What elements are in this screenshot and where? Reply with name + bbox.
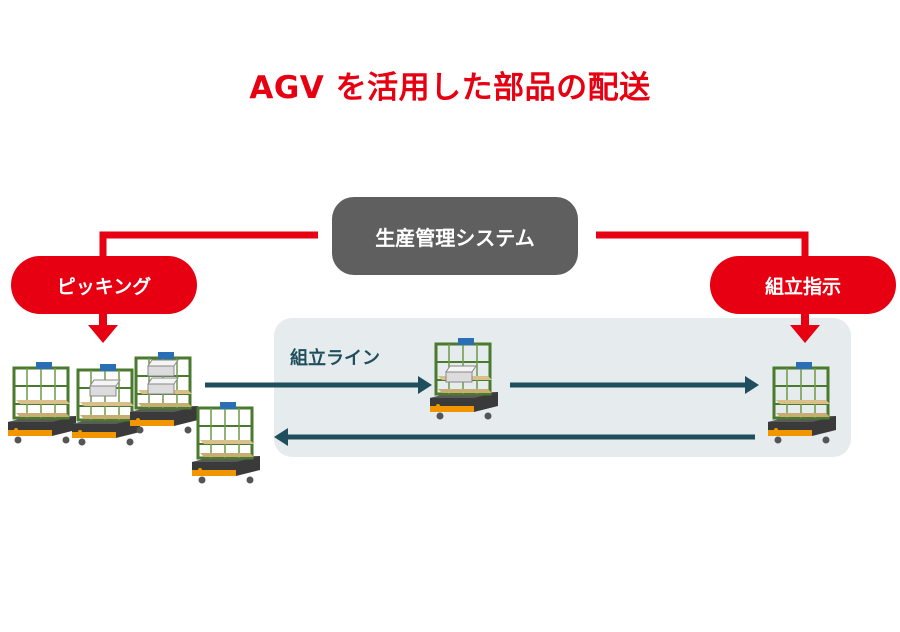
agv-cart-picking-1 (6, 360, 78, 445)
picking-node: ピッキング (11, 256, 197, 314)
flow-arrow-to-station (510, 376, 759, 394)
assembly-line-label: 組立ライン (290, 348, 380, 369)
flow-arrow-to-line (205, 376, 432, 394)
flow-arrow-return (274, 428, 755, 446)
system-to-assembly-line (596, 231, 809, 256)
agv-cart-picking-3 (128, 350, 200, 435)
production-management-system-node: 生産管理システム (332, 197, 578, 275)
assembly-instruction-node: 組立指示 (710, 256, 896, 314)
assembly-down-arrow (790, 314, 820, 343)
page-title: AGV を活用した部品の配送 (249, 70, 651, 106)
system-to-picking-line (99, 231, 318, 256)
agv-cart-picking-2 (70, 362, 142, 447)
agv-cart-waiting (190, 400, 262, 485)
picking-down-arrow (88, 314, 118, 343)
